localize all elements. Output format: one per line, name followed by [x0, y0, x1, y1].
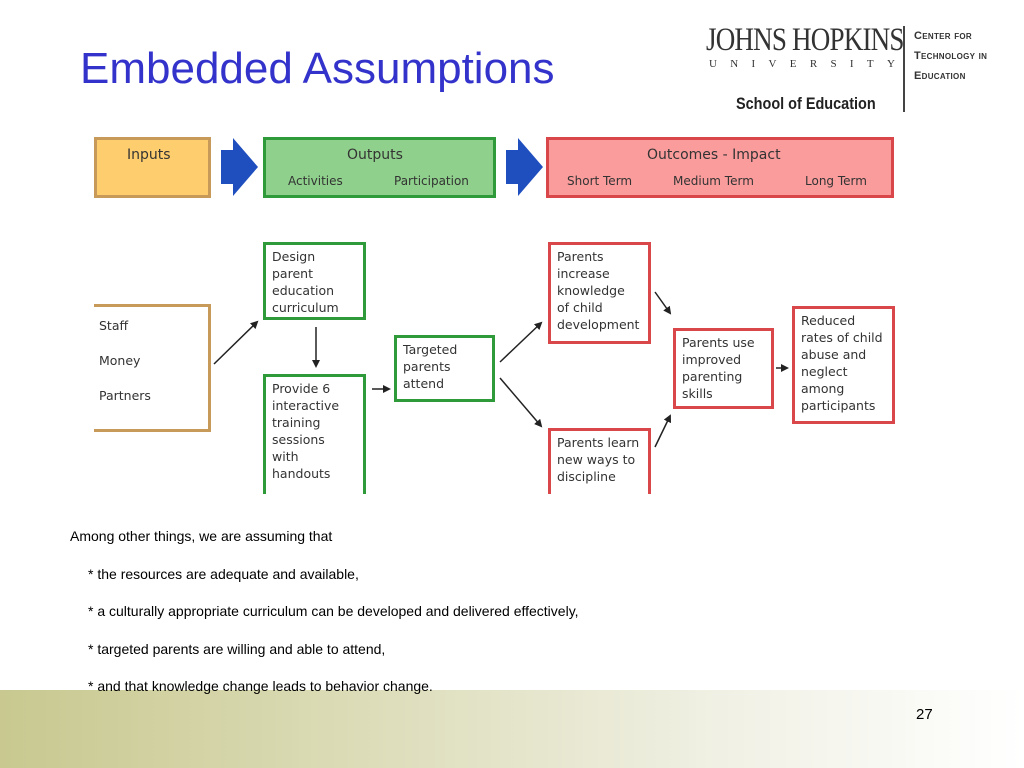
node-provide-text: Provide 6 interactive training sessions …: [272, 381, 340, 481]
node-reduced-text: Reduced rates of child abuse and neglect…: [801, 313, 883, 413]
outputs-header-box: Outputs Activities Participation: [263, 137, 496, 198]
node-targeted-text: Targeted parents attend: [403, 342, 458, 391]
footer-band: [0, 690, 1024, 768]
outcomes-sub-short: Short Term: [567, 174, 633, 188]
logo-letter: U: [709, 58, 717, 70]
node-reduced-abuse: Reduced rates of child abuse and neglect…: [792, 306, 895, 424]
blue-arrow-icon: [506, 138, 543, 196]
inputs-list: Staff Money Partners: [94, 307, 208, 432]
logo-letter: V: [768, 58, 777, 70]
connector-arrow: [213, 320, 259, 365]
node-learn-discipline: Parents learn new ways to discipline: [548, 428, 651, 494]
node-use-text: Parents use improved parenting skills: [682, 335, 755, 401]
logo-johns-hopkins: JOHNS HOPKINS: [706, 22, 904, 58]
logo-center-line: Technology in: [914, 50, 988, 62]
assumption-item: * and that knowledge change leads to beh…: [88, 678, 433, 694]
logo-letter: E: [789, 58, 797, 70]
outcomes-header-label: Outcomes - Impact: [647, 147, 781, 163]
input-item-money: Money: [99, 353, 141, 368]
input-item-staff: Staff: [99, 318, 129, 333]
connector-arrow: [654, 414, 671, 448]
connector-arrow: [499, 321, 543, 363]
node-learn-text: Parents learn new ways to discipline: [557, 435, 640, 484]
connector-arrow: [499, 377, 543, 428]
node-use-skills: Parents use improved parenting skills: [673, 328, 774, 409]
node-provide-sessions: Provide 6 interactive training sessions …: [263, 374, 366, 494]
slide-title: Embedded Assumptions: [80, 44, 555, 93]
outputs-header-label: Outputs: [347, 147, 403, 163]
logo-center: Center for Technology in Education: [914, 26, 987, 86]
logo-letter: N: [730, 58, 739, 70]
assumption-item: * a culturally appropriate curriculum ca…: [88, 603, 579, 619]
assumption-item: * the resources are adequate and availab…: [88, 566, 359, 582]
outcomes-sub-medium: Medium Term: [673, 174, 754, 188]
logo-letter: I: [751, 58, 756, 70]
assumptions-intro: Among other things, we are assuming that: [70, 528, 333, 544]
logo-letter: T: [866, 58, 874, 70]
node-design-curriculum: Design parent education curriculum: [263, 242, 366, 320]
node-design-text: Design parent education curriculum: [272, 249, 339, 315]
logo-university: U N I V E R S I T Y: [709, 58, 895, 70]
blue-arrow-icon: [221, 138, 258, 196]
outputs-sub-activities: Activities: [288, 174, 343, 188]
inputs-header-label: Inputs: [127, 147, 171, 163]
node-targeted-parents: Targeted parents attend: [394, 335, 495, 402]
logo-letter: I: [849, 58, 854, 70]
logo-center-line: Education: [914, 70, 966, 82]
logo-letter: R: [809, 58, 818, 70]
outcomes-header-box: Outcomes - Impact Short Term Medium Term…: [546, 137, 894, 198]
input-item-partners: Partners: [99, 388, 151, 403]
outputs-sub-participation: Participation: [394, 174, 469, 188]
logo-center-line: Center for: [914, 30, 972, 42]
inputs-list-box: Staff Money Partners: [94, 304, 211, 432]
inputs-header-box: Inputs: [94, 137, 211, 198]
logo-divider: [903, 26, 905, 112]
logo-letter: Y: [886, 58, 895, 70]
assumption-item: * targeted parents are willing and able …: [88, 641, 386, 657]
page-number: 27: [916, 706, 933, 723]
logo-school: School of Education: [736, 94, 876, 113]
node-increase-text: Parents increase knowledge of child deve…: [557, 249, 640, 332]
outcomes-sub-long: Long Term: [805, 174, 867, 188]
logo-letter: S: [830, 58, 837, 70]
node-increase-knowledge: Parents increase knowledge of child deve…: [548, 242, 651, 344]
connector-arrow: [654, 291, 672, 315]
